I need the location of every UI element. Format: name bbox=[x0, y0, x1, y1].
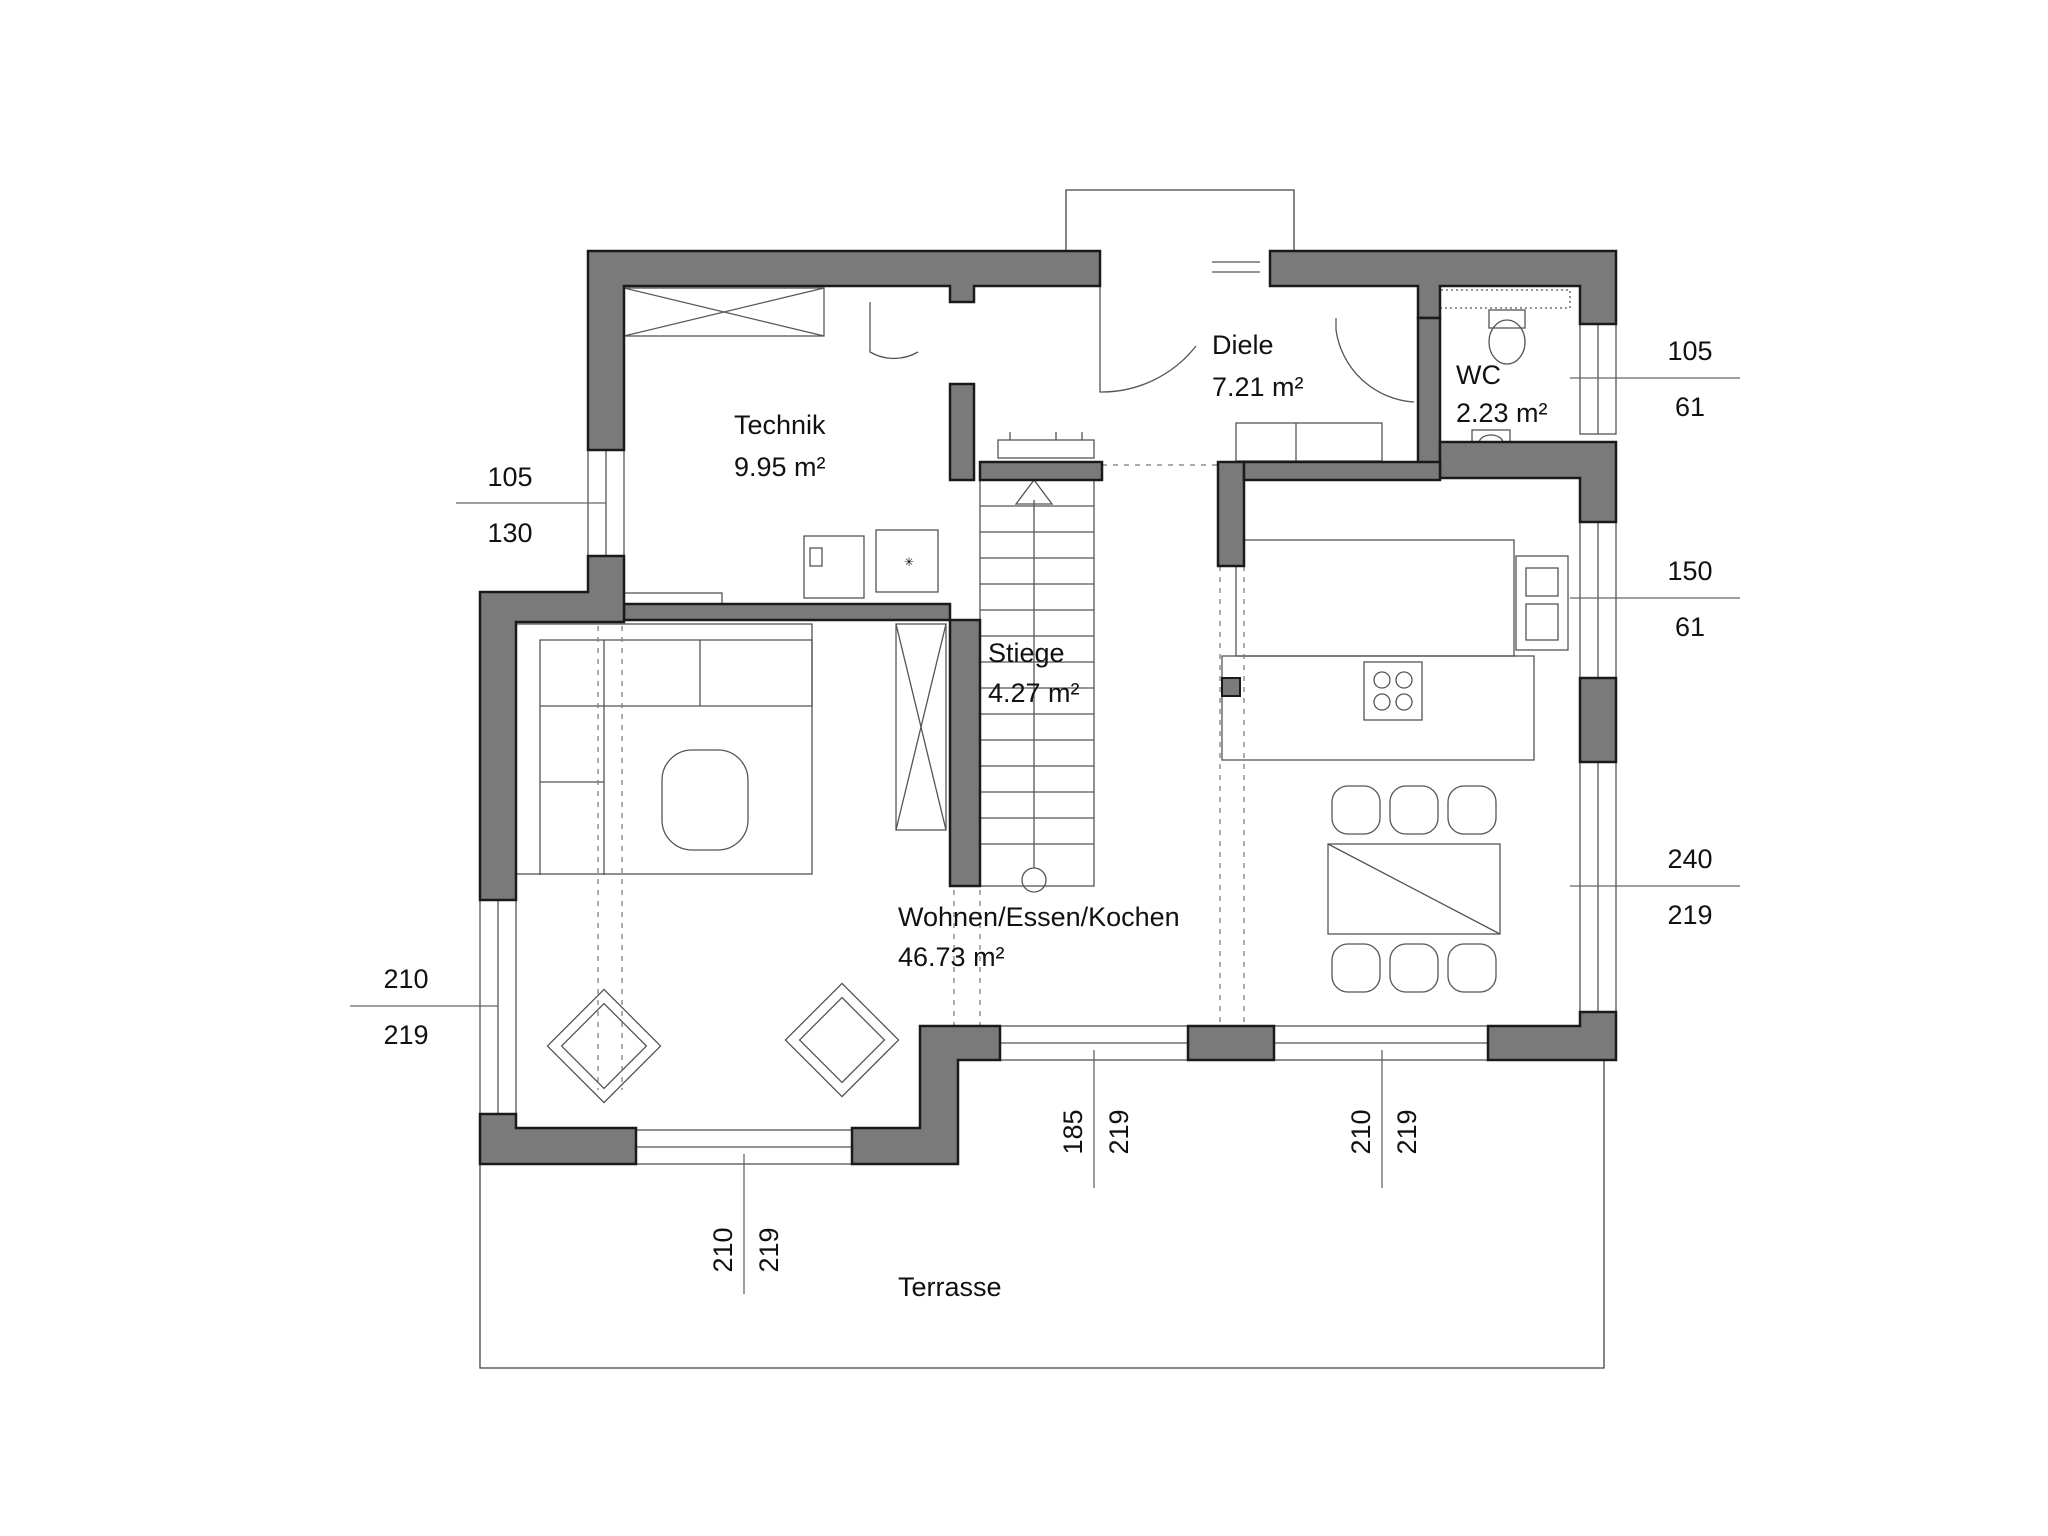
room-name-diele: Diele bbox=[1212, 330, 1274, 360]
dim-middle-sill: 219 bbox=[1104, 1109, 1134, 1154]
room-name-wohnen: Wohnen/Essen/Kochen bbox=[898, 902, 1180, 932]
room-name-stiege: Stiege bbox=[988, 638, 1065, 668]
staircase bbox=[979, 478, 1095, 893]
dim-dining-sill: 219 bbox=[1667, 900, 1712, 930]
entrance-canopy bbox=[1065, 189, 1295, 251]
room-name-wc: WC bbox=[1456, 360, 1501, 390]
dim-technik-sill: 130 bbox=[487, 518, 532, 548]
dimension-labels: 105 61 105 130 150 61 240 219 210 219 21… bbox=[383, 336, 1712, 1273]
windows bbox=[479, 323, 1617, 1165]
doors bbox=[869, 251, 1415, 403]
furniture: ✳ bbox=[515, 287, 1571, 1104]
room-name-technik: Technik bbox=[734, 410, 826, 440]
dim-wc-width: 105 bbox=[1667, 336, 1712, 366]
dim-living-bottom-sill: 219 bbox=[754, 1227, 784, 1272]
dimension-lines bbox=[350, 377, 1740, 1294]
dim-dining-bottom-width: 210 bbox=[1346, 1109, 1376, 1154]
dim-living-left-width: 210 bbox=[383, 964, 428, 994]
svg-text:✳: ✳ bbox=[904, 555, 914, 569]
dim-dining-width: 240 bbox=[1667, 844, 1712, 874]
dim-technik-width: 105 bbox=[487, 462, 532, 492]
room-labels: Technik 9.95 m² Diele 7.21 m² WC 2.23 m²… bbox=[734, 330, 1548, 1302]
overhead-lines bbox=[597, 464, 1245, 1090]
dim-middle-width: 185 bbox=[1058, 1109, 1088, 1154]
dim-kitchen-sill: 61 bbox=[1675, 612, 1705, 642]
dim-wc-sill: 61 bbox=[1675, 392, 1705, 422]
terrace-outline bbox=[479, 1052, 1605, 1369]
room-name-terrasse: Terrasse bbox=[898, 1272, 1002, 1302]
room-area-stiege: 4.27 m² bbox=[988, 678, 1080, 708]
room-area-technik: 9.95 m² bbox=[734, 452, 826, 482]
walls bbox=[478, 249, 1618, 1166]
dim-dining-bottom-sill: 219 bbox=[1392, 1109, 1422, 1154]
dim-living-left-sill: 219 bbox=[383, 1020, 428, 1050]
dim-kitchen-width: 150 bbox=[1667, 556, 1712, 586]
room-area-wc: 2.23 m² bbox=[1456, 398, 1548, 428]
room-area-diele: 7.21 m² bbox=[1212, 372, 1304, 402]
room-area-wohnen: 46.73 m² bbox=[898, 942, 1005, 972]
dim-living-bottom-width: 210 bbox=[708, 1227, 738, 1272]
